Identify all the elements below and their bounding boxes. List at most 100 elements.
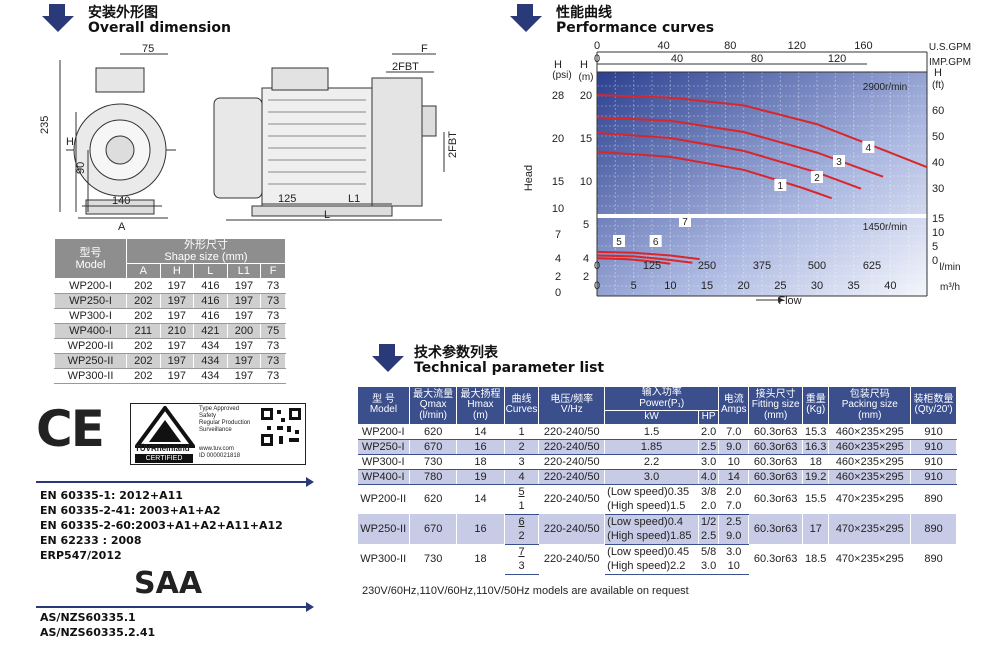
ft-tick: 30	[932, 183, 944, 195]
shape-value-cell: 200	[226, 323, 262, 339]
shape-value-cell: 211	[126, 323, 161, 339]
shape-model-cell: WP200-II	[54, 338, 127, 354]
psi-tick: 7	[555, 229, 561, 241]
section-arrow-icon-3	[372, 344, 404, 372]
tech-cell-qty: 910	[910, 469, 957, 485]
m3h-tick: 0	[594, 280, 600, 292]
tech-cell-hp: 2.5	[698, 529, 720, 545]
shape-value-cell: 197	[226, 308, 262, 324]
th-qty: 装柜数量(Qty/20')	[910, 386, 957, 425]
shape-col-l1: L1	[226, 263, 262, 279]
perf-title-en: Performance curves	[556, 19, 715, 36]
standard-4: EN 62233 : 2008	[40, 534, 142, 547]
tech-cell-hp: 4.0	[698, 469, 720, 485]
shape-head-model-zh: 型号	[79, 246, 102, 259]
th-qty-en: (Qty/20')	[914, 404, 953, 416]
tech-cell-amps: 14	[718, 469, 750, 485]
psi-axis-unit: (psi)	[552, 70, 571, 81]
tuv-url: www.tuv.com	[199, 446, 234, 452]
shape-model-cell: WP250-I	[54, 293, 127, 309]
psi-tick: 10	[552, 203, 564, 215]
dim-2fbt-top: 2FBT	[392, 61, 419, 73]
pump-dimension-drawing: 75 235 H 90 140 A F 2FBT 2FBT 125 L1 L	[39, 43, 456, 230]
tech-cell-model: WP250-I	[357, 439, 410, 455]
tech-title-en: Technical parameter list	[414, 359, 605, 376]
shape-value-cell: 197	[159, 293, 195, 309]
tech-cell-hp: 3.0	[698, 454, 720, 470]
tech-cell-kw: (Low speed)0.4	[604, 514, 699, 529]
lpm-label: l/min	[939, 262, 960, 273]
tech-cell-pack: 470×235×295	[828, 484, 912, 514]
m-axis-unit: (m)	[579, 72, 594, 83]
curve-label-bg	[774, 179, 787, 191]
tech-cell-curve: 2	[504, 439, 540, 455]
shape-value-cell: 73	[260, 338, 286, 354]
shape-value-cell: 416	[193, 308, 228, 324]
lpm-tick: 0	[594, 260, 600, 272]
tech-cell-fit: 60.3or63	[748, 544, 804, 574]
dim-125: 125	[278, 193, 296, 205]
tech-cell-curve: 3	[504, 559, 540, 575]
tech-cell-amps: 10	[718, 454, 750, 470]
tech-cell-kw: 1.85	[604, 439, 699, 455]
flow-arrowhead-icon	[778, 297, 784, 303]
tech-cell-model: WP200-II	[357, 484, 410, 514]
th-curves-en: Curves	[505, 404, 538, 416]
curve-label-bg	[811, 171, 823, 183]
dim-235: 235	[39, 116, 51, 134]
lpm-tick: 375	[753, 260, 771, 272]
tech-cell-fit: 60.3or63	[748, 469, 804, 485]
shape-head-model: 型号 Model	[54, 238, 127, 279]
shape-col-l: L	[193, 263, 228, 279]
usgpm-tick: 40	[657, 40, 669, 52]
shape-value-cell: 202	[126, 338, 161, 354]
th-model-zh: 型 号	[372, 393, 395, 405]
curve-label-7: 7	[682, 217, 688, 228]
curve-label-1: 1	[778, 181, 784, 192]
tech-cell-qty: 890	[910, 484, 957, 514]
tech-cell-wt: 18	[802, 454, 830, 470]
tech-cell-curve: 4	[504, 469, 540, 485]
shape-value-cell: 197	[226, 353, 262, 369]
m-tick: 15	[580, 133, 592, 145]
head-label: Head	[523, 165, 535, 191]
dim-l1: L1	[348, 193, 360, 205]
tech-cell-amps: 3.0	[718, 544, 750, 559]
shape-model-cell: WP200-I	[54, 278, 127, 294]
curve-label-4: 4	[866, 143, 872, 154]
lpm-tick: 625	[863, 260, 881, 272]
psi-tick: 2	[555, 271, 561, 283]
th-kw: kW	[604, 410, 699, 425]
tech-cell-kw: (Low speed)0.35	[604, 484, 699, 499]
divider-line	[36, 477, 314, 487]
th-qmax-unit: (l/min)	[419, 409, 448, 421]
tech-cell-model: WP200-I	[357, 424, 410, 440]
impgpm-tick: 120	[828, 53, 846, 65]
m3h-tick: 35	[848, 280, 860, 292]
shape-value-cell: 434	[193, 353, 228, 369]
th-fitting-zh: 接头尺寸	[755, 388, 796, 400]
dim-140: 140	[112, 195, 130, 207]
shape-value-cell: 197	[226, 338, 262, 354]
th-qty-zh: 装柜数量	[913, 393, 954, 405]
tech-cell-kw: (High speed)1.5	[604, 499, 699, 515]
psi-tick: 4	[555, 253, 561, 265]
shape-head-size: 外形尺寸 Shape size (mm)	[126, 238, 286, 264]
tech-note: 230V/60Hz,110V/60Hz,110V/50Hz models are…	[362, 585, 689, 597]
shape-value-cell: 197	[159, 338, 195, 354]
psi-tick: 0	[555, 287, 561, 299]
tech-cell-wt: 15.5	[802, 484, 830, 514]
lpm-tick: 250	[698, 260, 716, 272]
tech-cell-fit: 60.3or63	[748, 484, 804, 514]
curve-2	[596, 131, 862, 190]
usgpm-tick: 0	[594, 40, 600, 52]
tech-cell-hmax: 18	[456, 544, 505, 574]
ft-tick: 10	[932, 227, 944, 239]
shape-value-cell: 197	[226, 293, 262, 309]
